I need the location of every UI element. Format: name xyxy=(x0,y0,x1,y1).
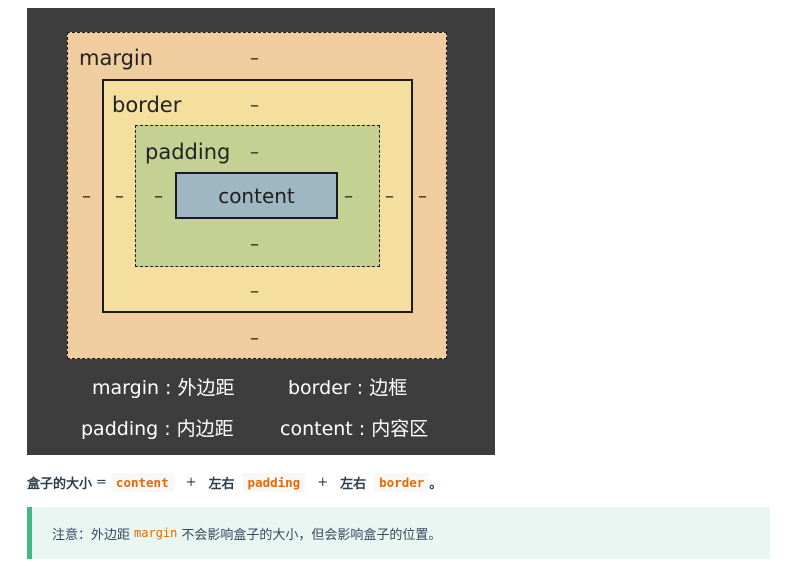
note-callout: 注意：外边距 margin 不会影响盒子的大小，但会影响盒子的位置。 xyxy=(27,507,770,559)
margin-left-dash: – xyxy=(82,186,91,207)
box-size-formula: 盒子的大小 = content + 左右 padding + 左右 border… xyxy=(27,472,442,492)
border-left-dash: – xyxy=(115,186,124,207)
formula-period: 。 xyxy=(429,476,443,492)
legend-padding: padding : 内边距 xyxy=(81,418,234,440)
formula-plus-2: + xyxy=(317,474,329,490)
content-box: content xyxy=(175,172,338,219)
formula-border-code: border xyxy=(374,472,430,492)
border-bottom-dash: – xyxy=(250,281,259,302)
formula-content-code: content xyxy=(110,472,174,492)
padding-top-dash: – xyxy=(250,142,259,163)
margin-right-dash: – xyxy=(418,186,427,207)
padding-left-dash: – xyxy=(154,186,163,207)
formula-plus-1: + xyxy=(185,474,197,490)
formula-padding-code: padding xyxy=(242,472,306,492)
note-prefix: 注意：外边距 xyxy=(52,527,131,543)
formula-side-1: 左右 xyxy=(208,476,235,492)
legend-content: content : 内容区 xyxy=(280,418,429,440)
margin-bottom-dash: – xyxy=(250,328,259,349)
border-top-dash: – xyxy=(250,95,259,116)
legend-border: border : 边框 xyxy=(288,377,408,399)
formula-label: 盒子的大小 xyxy=(27,476,93,492)
padding-right-dash: – xyxy=(344,186,353,207)
padding-label: padding xyxy=(145,140,231,164)
box-model-diagram: content margin border padding – – – – – … xyxy=(27,8,495,455)
padding-bottom-dash: – xyxy=(250,234,259,255)
margin-top-dash: – xyxy=(250,48,259,69)
note-margin-code: margin xyxy=(134,526,178,540)
margin-label: margin xyxy=(79,46,154,70)
border-label: border xyxy=(112,93,182,117)
legend-margin: margin : 外边距 xyxy=(92,377,235,399)
formula-side-2: 左右 xyxy=(340,476,367,492)
formula-equals: = xyxy=(96,474,107,490)
content-label: content xyxy=(218,183,295,208)
border-right-dash: – xyxy=(385,186,394,207)
note-suffix: 不会影响盒子的大小，但会影响盒子的位置。 xyxy=(181,527,442,543)
